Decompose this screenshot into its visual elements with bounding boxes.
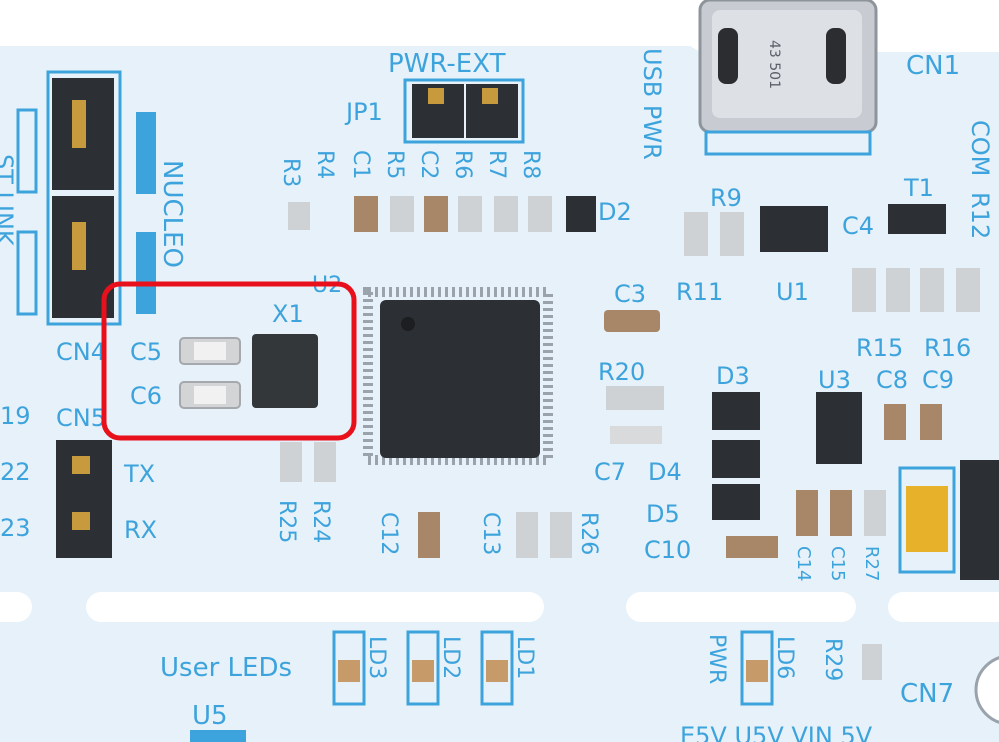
label-c3: C3 [614, 280, 646, 308]
label-nucleo: NUCLEO [157, 160, 187, 268]
label-ld3: LD3 [364, 636, 389, 679]
label-bottom-row: E5V U5V VIN 5V [680, 722, 873, 742]
label-d2: D2 [598, 198, 632, 226]
label-r16: R16 [924, 334, 971, 362]
label-c5: C5 [130, 338, 162, 366]
label-st-link: ST LINK [0, 154, 18, 247]
u1-t1-packages [684, 204, 946, 256]
label-t1: T1 [903, 174, 934, 202]
label-u3: U3 [818, 366, 851, 394]
label-r20: R20 [598, 358, 645, 386]
label-r24: R24 [308, 500, 333, 543]
tantalum-outline [898, 466, 956, 574]
label-c6: C6 [130, 382, 162, 410]
label-r29: R29 [820, 638, 845, 681]
cn7-hole [974, 656, 999, 724]
usb-connector: 43 501 [698, 0, 878, 156]
label-c10: C10 [644, 536, 691, 564]
highlight-box [101, 281, 357, 441]
diode-group [606, 386, 942, 520]
diode-d2 [566, 196, 596, 232]
c5-c6-caps [179, 337, 241, 409]
label-c15: C15 [827, 546, 848, 581]
label-c2: C2 [416, 150, 441, 179]
label-r22: 22 [0, 458, 31, 486]
label-cn4: CN4 [56, 338, 106, 366]
label-cn1: CN1 [906, 51, 960, 81]
label-x1: X1 [272, 300, 304, 328]
label-c9: C9 [922, 366, 954, 394]
label-d5: D5 [646, 500, 680, 528]
label-r15: R15 [856, 334, 903, 362]
label-ld1: LD1 [512, 636, 537, 679]
label-c13: C13 [478, 512, 503, 555]
label-r11: R11 [676, 278, 723, 306]
user-leds [332, 630, 882, 706]
crystal-x1 [252, 334, 318, 408]
label-u1: U1 [776, 278, 809, 306]
label-pwr: PWR [704, 634, 729, 684]
label-c4: C4 [842, 212, 874, 240]
mcu-chip [363, 287, 553, 465]
lower-components [280, 442, 886, 558]
tantalum-cap [906, 486, 948, 552]
label-r9: R9 [710, 184, 742, 212]
label-c12: C12 [376, 512, 401, 555]
label-r7: R7 [484, 150, 509, 179]
resistor-row-right [852, 268, 980, 312]
label-r27: R27 [861, 546, 882, 581]
u5-outline [190, 730, 246, 742]
label-cn7: CN7 [900, 679, 954, 709]
label-usb-pwr: USB PWR [638, 48, 666, 160]
board-slots [0, 592, 999, 622]
label-r26: R26 [576, 512, 601, 555]
pwr-ext-header [403, 78, 525, 144]
label-ld6: LD6 [772, 636, 797, 679]
resistor-row-top [288, 196, 552, 232]
label-r23: 23 [0, 514, 31, 542]
label-rx: RX [124, 516, 157, 544]
label-d4: D4 [648, 458, 682, 486]
label-r4: R4 [312, 150, 337, 179]
label-r6: R6 [450, 150, 475, 179]
label-jp1: JP1 [344, 98, 383, 126]
label-c14: C14 [793, 546, 814, 581]
label-r12: R12 [966, 192, 994, 239]
label-d3: D3 [716, 362, 750, 390]
right-header [960, 460, 999, 580]
label-pwr-ext: PWR-EXT [388, 49, 506, 79]
label-r5: R5 [382, 150, 407, 179]
label-r25: R25 [274, 500, 299, 543]
cn5-header [56, 440, 112, 558]
label-ld2: LD2 [438, 636, 463, 679]
label-r19: 19 [0, 402, 31, 430]
cap-c3 [604, 310, 660, 332]
label-u5: U5 [192, 701, 228, 731]
label-r3: R3 [278, 158, 303, 187]
label-tx: TX [123, 460, 155, 488]
usb-marking: 43 501 [766, 40, 782, 89]
label-cn5: CN5 [56, 404, 106, 432]
label-c7: C7 [594, 458, 626, 486]
label-com: COM [966, 120, 994, 176]
label-user-leds: User LEDs [160, 653, 292, 683]
label-c8: C8 [876, 366, 908, 394]
label-r8: R8 [518, 150, 543, 179]
label-c1: C1 [348, 150, 373, 179]
